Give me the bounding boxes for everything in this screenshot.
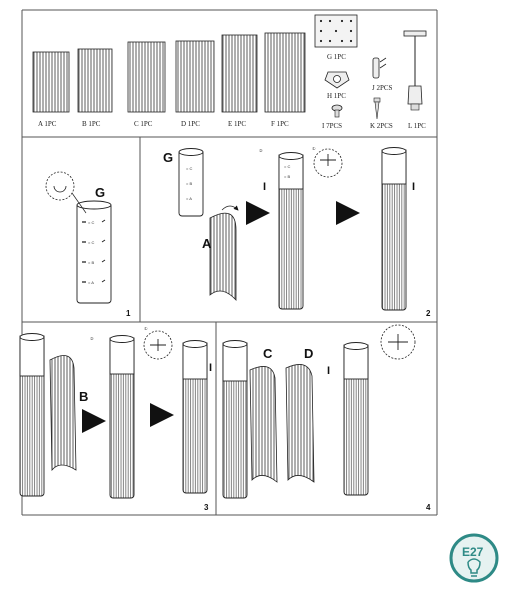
step-1-callout-g: G xyxy=(95,185,105,200)
step-2-number: 2 xyxy=(426,309,431,318)
e27-badge-text: E27 xyxy=(462,545,484,559)
step-4-callout-d: D xyxy=(304,346,313,361)
step-4-callout-i: I xyxy=(327,365,330,377)
svg-text:= B: = B xyxy=(186,181,192,186)
svg-text:= C: = C xyxy=(186,166,192,171)
part-a-label: A 1PC xyxy=(38,120,57,128)
part-b: B 1PC xyxy=(77,48,113,128)
step-2-callout-i2: I xyxy=(412,181,415,193)
part-c-label: C 1PC xyxy=(134,120,153,128)
part-b-label: B 1PC xyxy=(82,120,101,128)
part-k-screw: K 2PCS xyxy=(370,97,393,130)
part-g-plate: G 1PC xyxy=(314,14,358,61)
step-4-panel: C D I 4 xyxy=(222,324,431,512)
step-1-panel: = C = C = B = A G 1 xyxy=(45,171,131,318)
part-h-label: H 1PC xyxy=(327,92,346,100)
part-j-anchor: J 2PCS xyxy=(372,57,393,92)
step-2-panel: = C = B = A G A = C = B I ② ① I 2 xyxy=(163,146,431,318)
part-d: D 1PC xyxy=(175,40,215,128)
svg-text:= C: = C xyxy=(88,240,94,245)
part-f-label: F 1PC xyxy=(271,120,289,128)
part-d-label: D 1PC xyxy=(181,120,200,128)
part-l-suspension: L 1PC xyxy=(403,30,427,130)
svg-text:= C: = C xyxy=(284,164,290,169)
part-l-label: L 1PC xyxy=(408,122,426,130)
part-a: A 1PC xyxy=(32,51,70,128)
step-3-number: 3 xyxy=(204,503,209,512)
svg-text:= B: = B xyxy=(88,260,94,265)
step-4-callout-c: C xyxy=(263,346,273,361)
part-c: C 1PC xyxy=(127,41,166,128)
part-k-label: K 2PCS xyxy=(370,122,393,130)
part-i-screw: I 7PCS xyxy=(322,104,343,130)
part-h-nut: H 1PC xyxy=(324,71,350,100)
part-g-label: G 1PC xyxy=(327,53,346,61)
svg-text:= A: = A xyxy=(186,196,192,201)
step-2-callout-g: G xyxy=(163,150,173,165)
step-1-number: 1 xyxy=(126,309,131,318)
step-2-circ-2: ② xyxy=(259,148,263,153)
step-2-callout-a: A xyxy=(202,236,212,251)
svg-text:= B: = B xyxy=(284,174,290,179)
step-4-number: 4 xyxy=(426,503,431,512)
part-j-label: J 2PCS xyxy=(372,84,393,92)
part-f: F 1PC xyxy=(264,32,306,128)
e27-bulb-badge: E27 xyxy=(449,533,499,583)
part-e: E 1PC xyxy=(221,34,258,128)
step-2-circ-1: ① xyxy=(312,146,316,151)
step-3-callout-i: I xyxy=(209,362,212,374)
step-3-circ-1: ① xyxy=(144,326,148,331)
part-e-label: E 1PC xyxy=(228,120,246,128)
step-3-circ-2: ② xyxy=(90,336,94,341)
step-2-callout-i1: I xyxy=(263,181,266,193)
frame-lines xyxy=(21,9,438,516)
bulb-icon xyxy=(467,558,481,577)
parts-row: A 1PC B 1PC C 1PC D 1PC E 1PC F 1PC xyxy=(32,14,427,130)
svg-text:= C: = C xyxy=(88,220,94,225)
part-i-label: I 7PCS xyxy=(322,122,342,130)
step-3-panel: B ② ① I 3 xyxy=(19,326,212,512)
step-3-callout-b: B xyxy=(79,389,88,404)
svg-text:= A: = A xyxy=(88,280,94,285)
